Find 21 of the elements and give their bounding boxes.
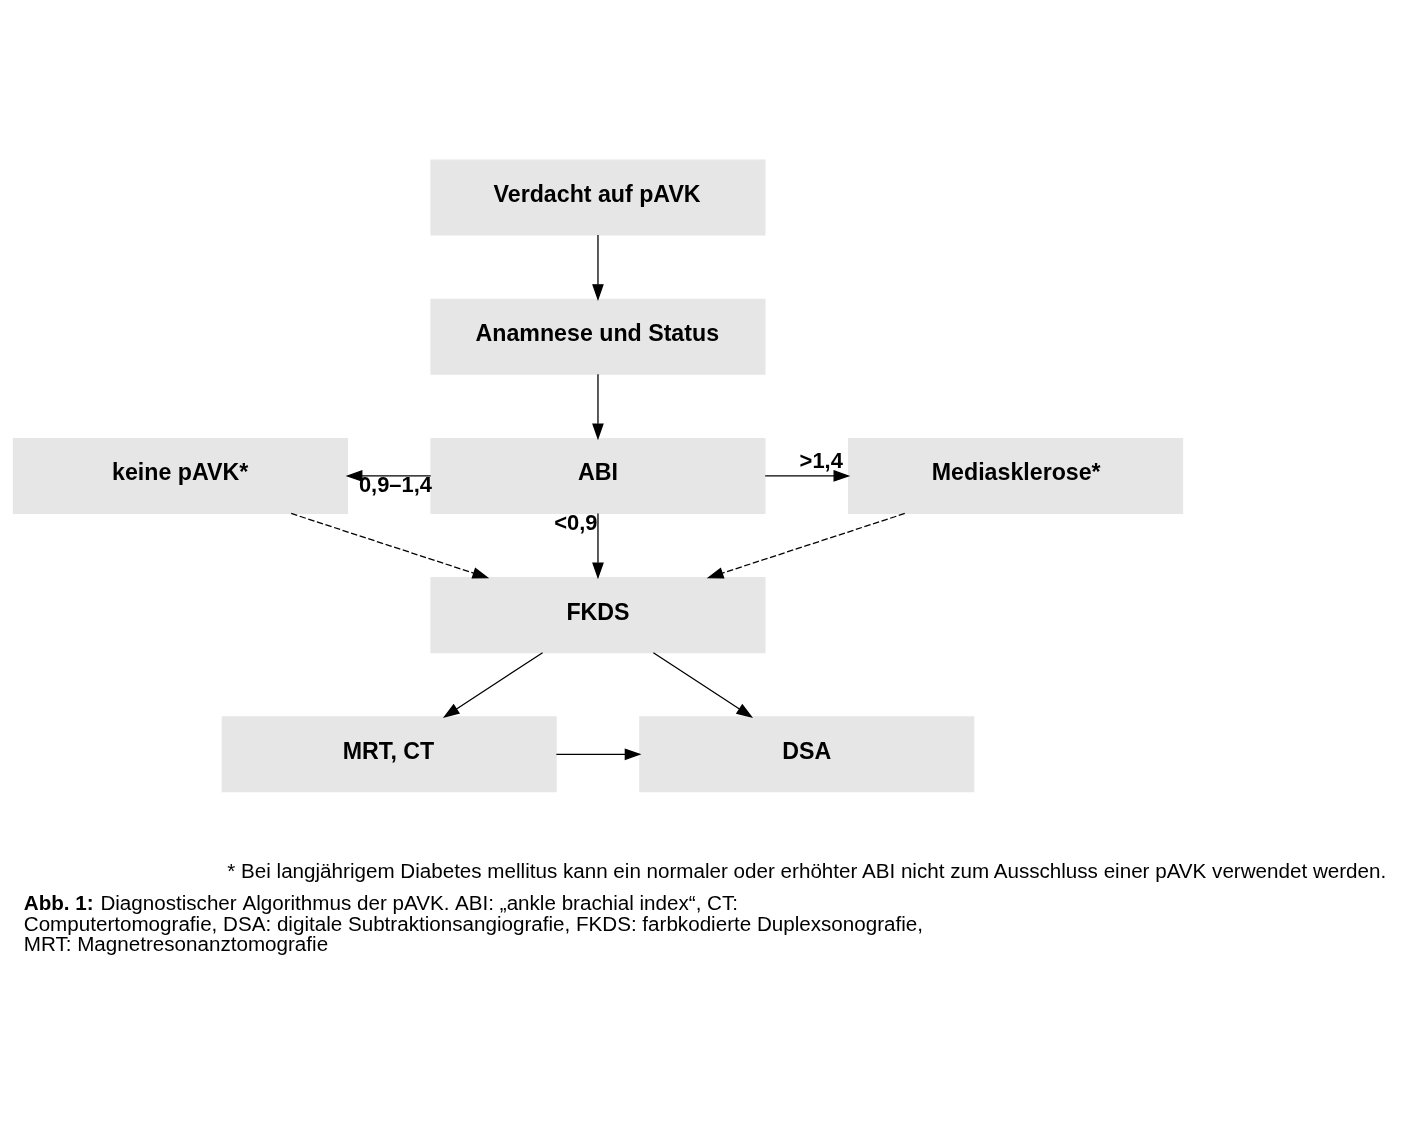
- edge-label: 0,9–1,4: [358, 471, 433, 497]
- arrow: [652, 651, 754, 718]
- arrow: [764, 469, 851, 482]
- node-box: DSA: [639, 715, 975, 792]
- label: * Bei langjährigem Diabetes mellitus kann ein normaler oder erhöhter ABI nicht zum Ausschluss einer pAVK verwendet werden.: [227, 858, 1387, 882]
- node-box: FKDS: [430, 576, 766, 653]
- caption: Abb. 1: Diagnostischer Algorithmus der pAVK. ABI: „ankle brachial index“, CT: Computertomografie, DSA: digitale Subtraktionsangiografie, FKDS: farbkodierte Duplexsonografie, MRT: Magnetresonanztomografie: [23, 890, 924, 955]
- arrow: [290, 512, 490, 579]
- arrow: [442, 651, 544, 718]
- edge-label: >1,4: [799, 447, 843, 473]
- node-box: Verdacht auf pAVK: [430, 159, 766, 236]
- node-box: Mediasklerose*: [848, 437, 1184, 514]
- node-box: Anamnese und Status: [430, 298, 766, 375]
- arrow: [706, 512, 906, 579]
- arrow: [592, 512, 604, 579]
- arrow: [555, 747, 642, 760]
- arrow: [592, 373, 604, 440]
- node-box: keine pAVK*: [12, 437, 348, 514]
- arrow: [592, 233, 604, 301]
- node-box: MRT, CT: [221, 715, 557, 792]
- arrow: [345, 469, 432, 482]
